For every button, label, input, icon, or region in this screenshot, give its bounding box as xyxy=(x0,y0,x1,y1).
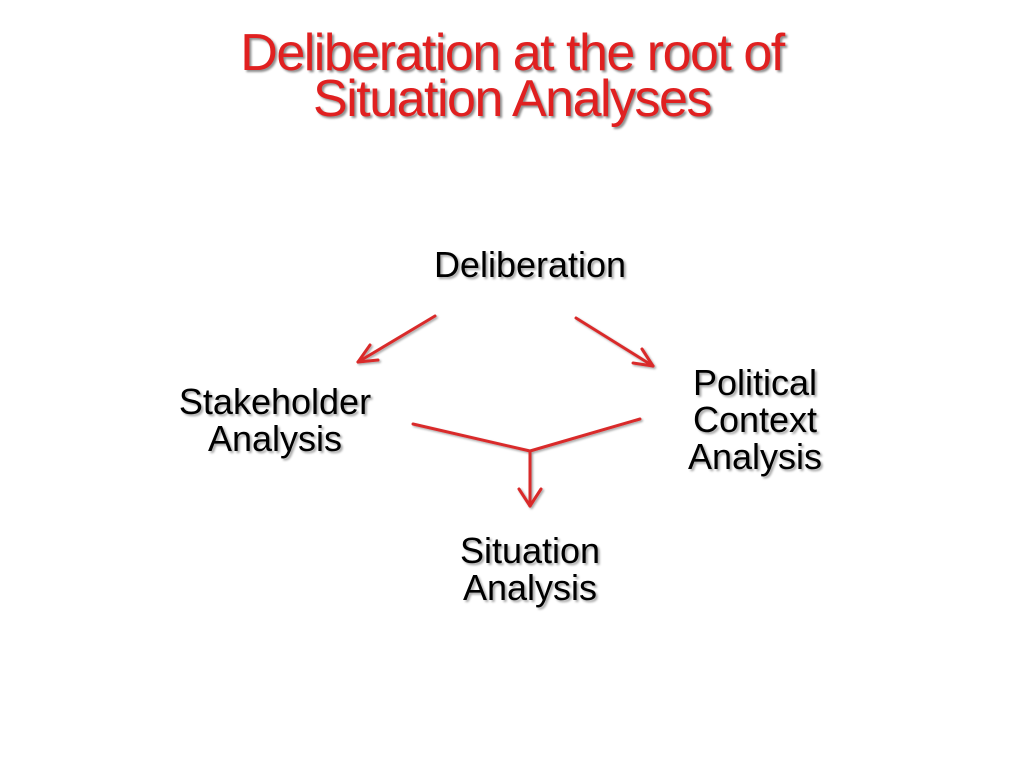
stakeholder-analysis-node: Stakeholder Analysis xyxy=(130,383,420,457)
political-label-line-3: Analysis xyxy=(687,436,823,477)
arrow-deliberation-to-political xyxy=(574,316,655,368)
political-label-line-2: Context xyxy=(692,399,818,440)
stakeholder-label-line-1: Stakeholder xyxy=(178,381,372,422)
slide-title-line-1: Deliberation at the root of xyxy=(240,24,785,82)
situation-label-line-1: Situation xyxy=(459,530,601,571)
slide-title: Deliberation at the root of Situation An… xyxy=(0,24,1024,128)
situation-analysis-node: Situation Analysis xyxy=(390,532,670,606)
political-label-line-1: Political xyxy=(692,362,818,403)
political-context-analysis-node: Political Context Analysis xyxy=(640,364,870,475)
slide-title-line-2: Situation Analyses xyxy=(313,70,712,128)
arrow-merge-to-situation xyxy=(411,417,642,508)
stakeholder-label-line-2: Analysis xyxy=(207,418,343,459)
arrow-deliberation-to-stakeholder xyxy=(356,314,437,364)
deliberation-node: Deliberation xyxy=(380,246,680,283)
situation-label-line-2: Analysis xyxy=(462,567,598,608)
deliberation-label: Deliberation xyxy=(433,244,627,285)
